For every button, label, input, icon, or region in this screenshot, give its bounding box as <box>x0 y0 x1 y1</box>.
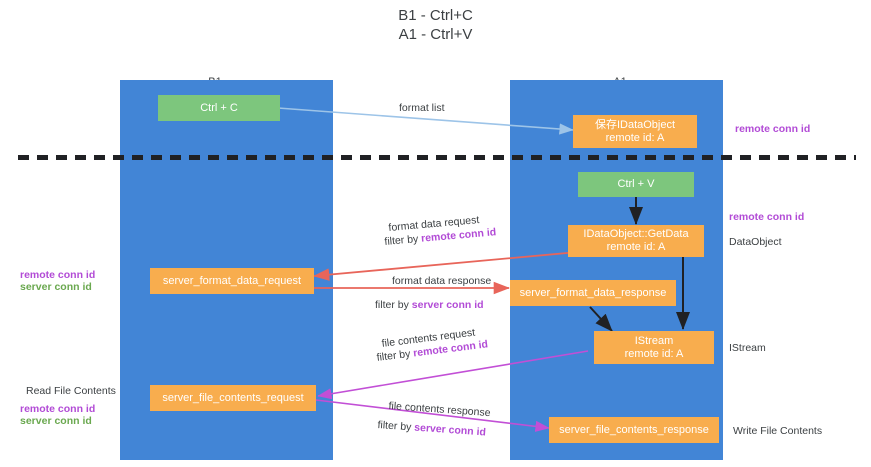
annotation-right-istream: IStream <box>729 342 766 354</box>
page-title: B1 - Ctrl+C A1 - Ctrl+V <box>398 7 473 43</box>
filter-prefix-4: filter by <box>377 419 415 434</box>
box-ctrl-c[interactable]: Ctrl + C <box>158 95 280 121</box>
annotation-left-server-conn-id: server conn id <box>20 281 92 293</box>
box-server-format-data-response[interactable]: server_format_data_response <box>510 280 676 306</box>
box-server-format-data-request-label: server_format_data_request <box>162 274 302 287</box>
annotation-right-write-file-contents: Write File Contents <box>733 425 823 437</box>
box-server-file-contents-response[interactable]: server_file_contents_response <box>549 417 719 443</box>
filter-key-server-conn-id-2: server conn id <box>413 421 487 439</box>
phase-separator <box>18 155 856 160</box>
edge-label-format-data-response: format data response <box>392 275 492 287</box>
box-idataobject-getdata-line1: IDataObject::GetData <box>583 228 689 240</box>
annotation-right-remote-conn-id-top: remote conn id <box>735 123 811 135</box>
box-istream-line2: remote id: A <box>624 347 684 360</box>
box-save-idataobject[interactable]: 保存IDataObject remote id: A <box>573 115 697 148</box>
filter-key-server-conn-id-1: server conn id <box>411 299 484 311</box>
box-ctrl-c-label: Ctrl + C <box>200 101 238 114</box>
filter-prefix-1: filter by <box>384 232 422 248</box>
annotation-right-remote-conn-id-mid: remote conn id <box>729 211 805 223</box>
annotation-left-server-conn-id-2: server conn id <box>20 415 92 427</box>
box-server-file-contents-response-label: server_file_contents_response <box>559 423 709 436</box>
annotation-left-remote-conn-id: remote conn id <box>20 269 96 281</box>
edge-label-file-contents-response: file contents response <box>388 400 491 420</box>
box-idataobject-getdata-line2: remote id: A <box>606 241 666 253</box>
edge-label-file-contents-response-filter: filter by server conn id <box>377 419 486 440</box>
box-ctrl-v[interactable]: Ctrl + V <box>578 172 694 197</box>
annotation-right-dataobject: DataObject <box>729 236 782 248</box>
box-idataobject-getdata[interactable]: IDataObject::GetData remote id: A <box>568 225 704 257</box>
box-server-format-data-response-label: server_format_data_response <box>519 286 667 299</box>
box-server-file-contents-request[interactable]: server_file_contents_request <box>150 385 316 411</box>
edge-label-format-list: format list <box>399 102 445 114</box>
box-save-idataobject-line1: 保存IDataObject <box>594 118 676 131</box>
box-server-file-contents-request-label: server_file_contents_request <box>162 391 304 404</box>
annotation-left-read-file-contents: Read File Contents <box>26 385 116 397</box>
box-istream-line1: IStream <box>634 334 674 347</box>
box-istream[interactable]: IStream remote id: A <box>594 331 714 364</box>
box-save-idataobject-line2: remote id: A <box>605 131 665 144</box>
filter-prefix-2: filter by <box>375 299 412 311</box>
box-ctrl-v-label: Ctrl + V <box>617 178 655 190</box>
annotation-left-remote-conn-id-2: remote conn id <box>20 403 96 415</box>
edge-label-format-data-response-filter: filter by server conn id <box>375 299 484 312</box>
box-server-format-data-request[interactable]: server_format_data_request <box>150 268 314 294</box>
